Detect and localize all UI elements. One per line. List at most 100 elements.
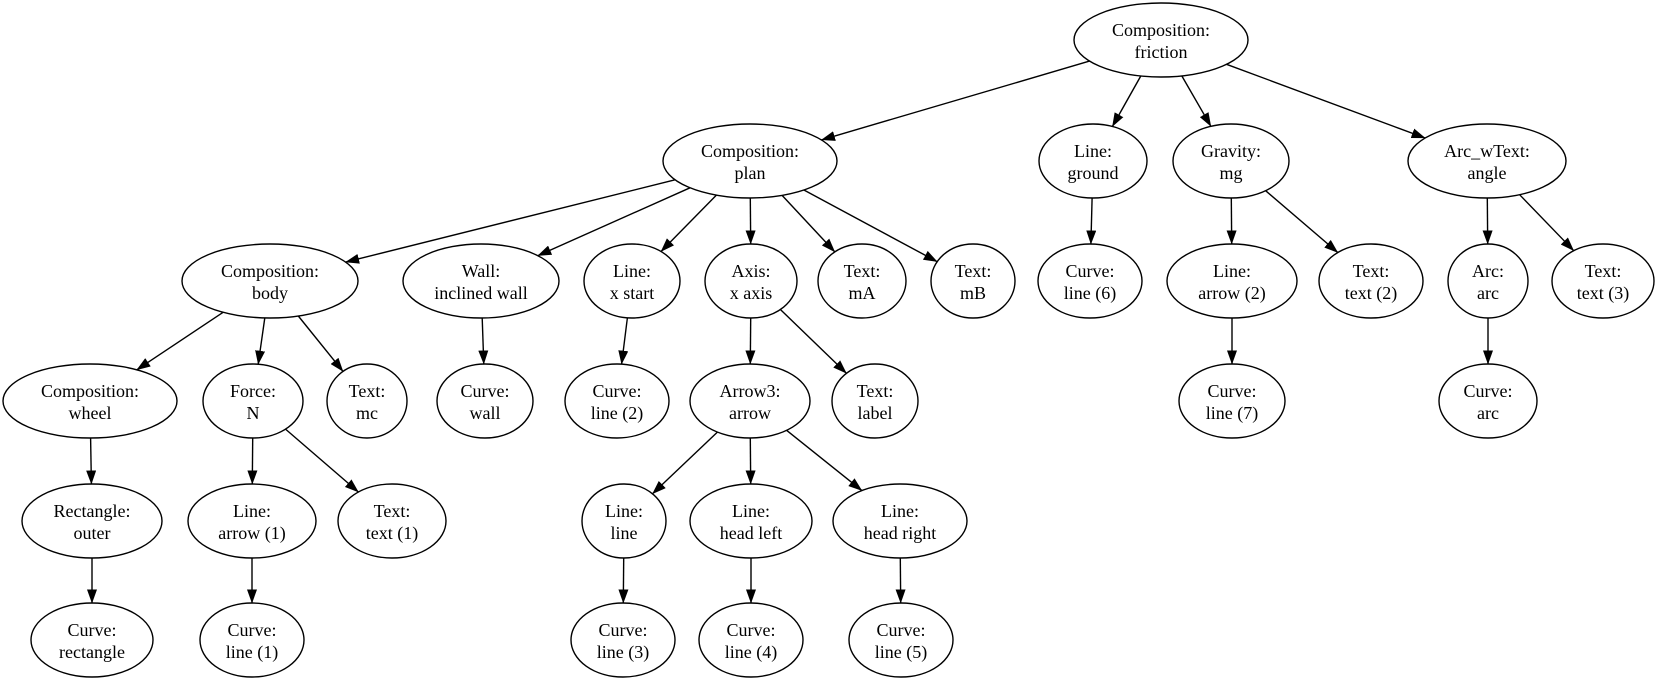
node-ellipse xyxy=(832,483,968,559)
node-name-label: line (4) xyxy=(725,642,777,663)
node-name-label: text (3) xyxy=(1577,283,1629,304)
node-ellipse xyxy=(848,602,954,678)
edge-plan-to-x-start xyxy=(660,194,717,252)
node-name-label: body xyxy=(252,283,288,303)
node-type-label: Text: xyxy=(1353,261,1390,281)
node-name-label: head right xyxy=(864,523,936,543)
node-ellipse xyxy=(662,123,838,199)
node-name-label: head left xyxy=(720,523,782,543)
node-ellipse xyxy=(583,243,681,319)
node-curve-line-1: Curve:line (1) xyxy=(199,602,305,678)
node-name-label: line xyxy=(611,523,638,543)
node-type-label: Text: xyxy=(349,381,386,401)
node-ellipse xyxy=(436,363,534,439)
node-ellipse xyxy=(570,602,676,678)
node-name-label: line (7) xyxy=(1206,403,1258,424)
node-wheel: Composition:wheel xyxy=(2,363,178,439)
node-x-axis: Axis:x axis xyxy=(704,243,798,319)
node-name-label: text (1) xyxy=(366,523,418,544)
node-name-label: line (6) xyxy=(1064,283,1116,304)
edge-plan-to-text-mb xyxy=(803,189,938,263)
node-name-label: angle xyxy=(1468,163,1507,183)
node-type-label: Curve: xyxy=(727,620,776,640)
node-type-label: Composition: xyxy=(41,381,139,401)
node-type-label: Composition: xyxy=(701,141,799,161)
node-type-label: Curve: xyxy=(461,381,510,401)
edge-body-to-text-mc xyxy=(297,315,344,372)
edge-body-to-force-n xyxy=(255,317,266,365)
edge-angle-to-text-text-3 xyxy=(1519,194,1575,252)
node-text-text-1: Text:text (1) xyxy=(337,483,447,559)
node-type-label: Curve: xyxy=(599,620,648,640)
node-curve-line-2: Curve:line (2) xyxy=(564,363,670,439)
node-name-label: arc xyxy=(1477,403,1499,423)
edge-friction-to-plan xyxy=(821,60,1090,141)
node-ellipse xyxy=(30,602,154,678)
node-ellipse xyxy=(1038,123,1148,199)
node-name-label: plan xyxy=(735,163,766,183)
node-type-label: Line: xyxy=(233,501,271,521)
node-ground: Line:ground xyxy=(1038,123,1148,199)
node-type-label: Curve: xyxy=(1066,261,1115,281)
edge-plan-to-body xyxy=(345,179,676,264)
node-name-label: line (1) xyxy=(226,642,278,663)
edge-wheel-to-rectangle-outer xyxy=(86,437,97,485)
node-curve-line-7: Curve:line (7) xyxy=(1178,363,1286,439)
node-line-line: Line:line xyxy=(581,483,667,559)
node-type-label: Force: xyxy=(230,381,276,401)
node-name-label: x axis xyxy=(730,283,773,303)
node-ellipse xyxy=(831,363,919,439)
edge-mg-to-text-text-2 xyxy=(1265,190,1339,254)
node-name-label: wheel xyxy=(69,403,112,423)
node-plan: Composition:plan xyxy=(662,123,838,199)
node-type-label: Text: xyxy=(955,261,992,281)
node-type-label: Arc_wText: xyxy=(1444,141,1530,161)
node-type-label: Text: xyxy=(857,381,894,401)
node-body: Composition:body xyxy=(181,243,359,319)
node-ellipse xyxy=(1166,243,1298,319)
node-type-label: Line: xyxy=(732,501,770,521)
node-arc: Arc:arc xyxy=(1447,243,1529,319)
node-rectangle-outer: Rectangle:outer xyxy=(21,483,163,559)
node-ellipse xyxy=(1172,123,1290,199)
node-name-label: ground xyxy=(1068,163,1119,183)
node-type-label: Axis: xyxy=(731,261,770,281)
node-type-label: Line: xyxy=(605,501,643,521)
node-name-label: line (2) xyxy=(591,403,643,424)
node-ellipse xyxy=(202,363,304,439)
node-arrow3: Arrow3:arrow xyxy=(689,363,811,439)
node-text-label: Text:label xyxy=(831,363,919,439)
node-text-text-3: Text:text (3) xyxy=(1551,243,1655,319)
node-text-text-2: Text:text (2) xyxy=(1318,243,1424,319)
edge-body-to-wheel xyxy=(136,311,224,371)
node-name-label: wall xyxy=(470,403,501,423)
node-type-label: Wall: xyxy=(462,261,501,281)
node-ellipse xyxy=(402,243,560,319)
node-curve-line-6: Curve:line (6) xyxy=(1037,243,1143,319)
edge-friction-to-angle xyxy=(1226,63,1426,139)
node-text-ma: Text:mA xyxy=(817,243,907,319)
node-ellipse xyxy=(326,363,408,439)
node-ellipse xyxy=(21,483,163,559)
node-curve-line-4: Curve:line (4) xyxy=(698,602,804,678)
node-text-mb: Text:mB xyxy=(930,243,1016,319)
node-name-label: rectangle xyxy=(59,642,125,662)
node-line-head-left: Line:head left xyxy=(689,483,813,559)
node-ellipse xyxy=(1178,363,1286,439)
node-curve-rectangle: Curve:rectangle xyxy=(30,602,154,678)
node-type-label: Arc: xyxy=(1472,261,1504,281)
node-type-label: Line: xyxy=(613,261,651,281)
edge-friction-to-ground xyxy=(1111,75,1142,127)
node-inclined-wall: Wall:inclined wall xyxy=(402,243,560,319)
node-ellipse xyxy=(1551,243,1655,319)
node-line-arrow-2: Line:arrow (2) xyxy=(1166,243,1298,319)
node-ellipse xyxy=(1073,2,1249,78)
node-ellipse xyxy=(1037,243,1143,319)
node-friction: Composition:friction xyxy=(1073,2,1249,78)
node-type-label: Composition: xyxy=(1112,20,1210,40)
edge-x-start-to-curve-line-2 xyxy=(618,317,629,365)
node-ellipse xyxy=(1447,243,1529,319)
node-ellipse xyxy=(2,363,178,439)
node-type-label: Rectangle: xyxy=(54,501,131,521)
